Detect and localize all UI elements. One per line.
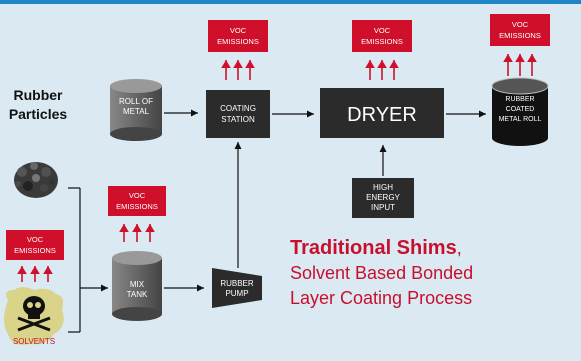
title-comma: , [457,238,462,258]
pump-label-1: RUBBER [220,279,254,288]
mix-tank-label-2: TANK [127,290,148,299]
voc-text-2: EMISSIONS [14,246,56,255]
roll-of-metal: ROLL OF METAL [110,79,162,141]
roll-label-1: ROLL OF [119,97,153,106]
voc-emissions-mix-tank: VOC EMISSIONS [108,186,166,242]
voc-emissions-coating: VOC EMISSIONS [208,20,268,80]
rubber-particles-label: Rubber Particles [9,87,68,122]
title-line2: Solvent Based Bonded [290,263,473,283]
solvents-label: SOLVENTS [13,337,55,346]
rubber-particles-icon [14,162,58,198]
voc-emissions-output: VOC EMISSIONS [490,14,550,76]
voc-text-2: EMISSIONS [499,31,541,40]
title-line3: Layer Coating Process [290,288,472,308]
roll-label-2: METAL [123,107,150,116]
voc-text-2: EMISSIONS [361,37,403,46]
pump-label-2: PUMP [225,289,248,298]
dryer-label: DRYER [347,104,417,126]
coating-label-1: COATING [220,104,256,113]
coating-label-2: STATION [221,115,255,124]
coated-label-2: COATED [506,106,535,113]
dryer: DRYER [320,88,444,138]
high-energy-input: HIGH ENERGY INPUT [352,178,414,218]
voc-text-2: EMISSIONS [217,37,259,46]
voc-emissions-solvents: VOC EMISSIONS [6,230,64,282]
coating-station: COATING STATION [206,90,270,138]
voc-text-1: VOC [230,26,247,35]
mix-tank: MIX TANK [112,251,162,321]
title-bold: Traditional Shims [290,237,457,259]
energy-label-1: HIGH [373,183,393,192]
rubber-label-line2: Particles [9,106,68,122]
voc-emissions-dryer: VOC EMISSIONS [352,20,412,80]
mix-tank-label-1: MIX [130,280,145,289]
voc-text-1: VOC [27,235,44,244]
rubber-coated-metal-roll: RUBBER COATED METAL ROLL [491,77,549,146]
title-line1: Traditional Shims, [290,237,462,259]
input-bracket [68,187,108,333]
rubber-label-line1: Rubber [14,87,64,103]
solvents-icon: SOLVENTS [4,287,64,346]
voc-text-2: EMISSIONS [116,202,158,211]
skull-icon [17,296,51,332]
voc-text-1: VOC [512,20,529,29]
voc-text-1: VOC [129,191,146,200]
voc-text-1: VOC [374,26,391,35]
top-accent-bar [0,0,581,4]
diagram-title: Traditional Shims, Solvent Based Bonded … [290,237,473,308]
energy-label-2: ENERGY [366,193,400,202]
coated-label-1: RUBBER [505,96,534,103]
coated-label-3: METAL ROLL [499,116,542,123]
energy-label-3: INPUT [371,203,395,212]
rubber-pump: RUBBER PUMP [212,268,262,308]
